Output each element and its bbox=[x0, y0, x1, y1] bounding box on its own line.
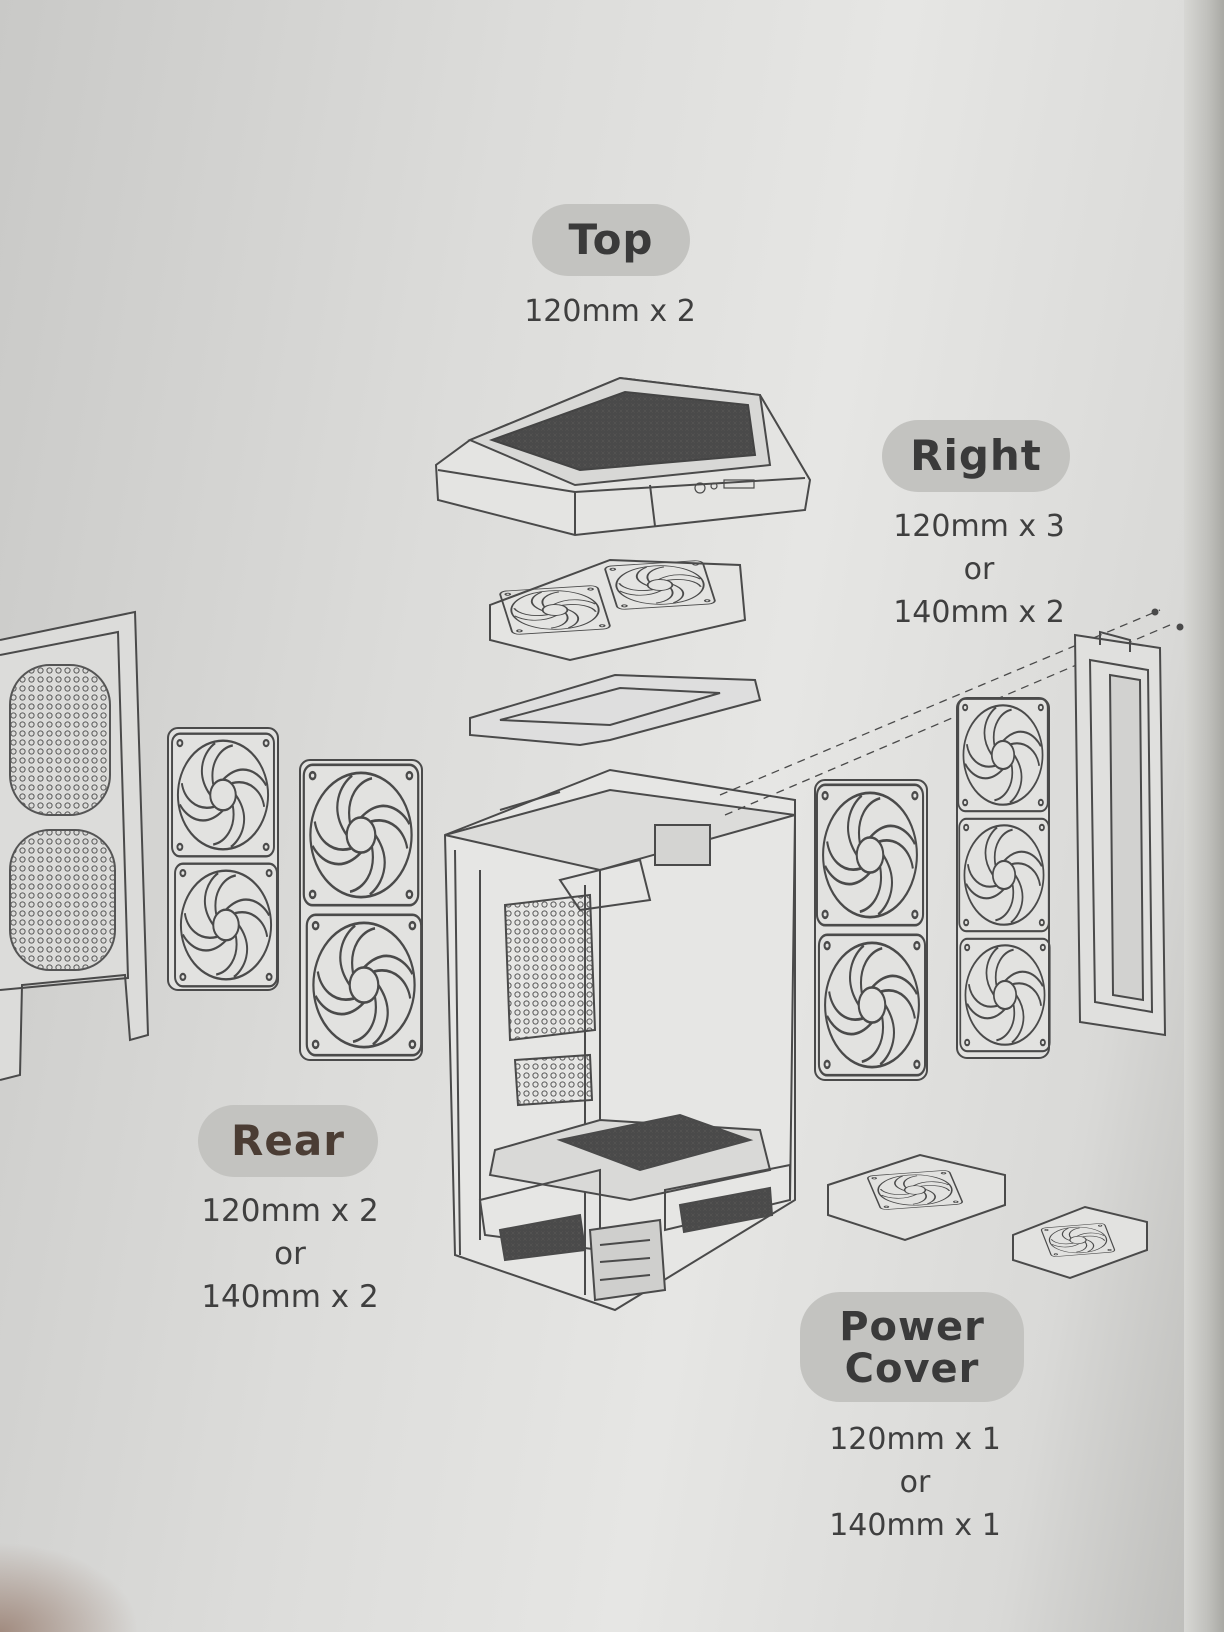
rear-spec-line: 140mm x 2 bbox=[201, 1279, 379, 1315]
power-cover-title-line1: Power bbox=[839, 1304, 985, 1350]
power-cover-pill: Power Cover bbox=[800, 1292, 1024, 1402]
rear-spec: 120mm x 2 or 140mm x 2 bbox=[175, 1190, 405, 1319]
rear-panel bbox=[0, 610, 150, 1081]
side-panel-icon bbox=[1073, 608, 1184, 1037]
finger-shadow bbox=[0, 1542, 140, 1632]
rear-spec-line: 120mm x 2 bbox=[201, 1193, 379, 1229]
right-spec: 120mm x 3 or 140mm x 2 bbox=[864, 505, 1094, 634]
top-spec-line: 120mm x 2 bbox=[524, 294, 696, 329]
top-pill: Top bbox=[532, 204, 690, 276]
top-cover-icon bbox=[434, 376, 812, 537]
top-spec: 120mm x 2 bbox=[495, 290, 725, 333]
rear-title: Rear bbox=[231, 1116, 345, 1165]
right-fan-triple-120 bbox=[956, 697, 1051, 1059]
io-panel-icon bbox=[694, 479, 755, 494]
rear-spec-line: or bbox=[274, 1236, 306, 1272]
power-cover-spec-line: 120mm x 1 bbox=[829, 1422, 1001, 1457]
power-cover-title-line2: Cover bbox=[844, 1346, 980, 1392]
power-cover-spec-line: 140mm x 1 bbox=[829, 1508, 1001, 1543]
top-fan-pair bbox=[489, 558, 747, 662]
power-cover-spec: 120mm x 1 or 140mm x 1 bbox=[800, 1418, 1030, 1547]
top-title: Top bbox=[568, 215, 654, 264]
power-cover-spec-line: or bbox=[899, 1465, 931, 1500]
case-chassis-icon bbox=[443, 768, 796, 1312]
page-edge bbox=[1184, 0, 1224, 1632]
right-title: Right bbox=[910, 431, 1042, 480]
rear-pill: Rear bbox=[198, 1105, 378, 1177]
right-spec-line: or bbox=[963, 552, 995, 587]
top-bracket bbox=[469, 673, 762, 747]
rear-fan-pair-140 bbox=[299, 759, 423, 1061]
rear-fan-pair-120 bbox=[167, 727, 279, 991]
right-spec-line: 140mm x 2 bbox=[893, 595, 1065, 630]
power-cover-fans bbox=[827, 1153, 1148, 1280]
right-fan-pair-140 bbox=[814, 779, 928, 1081]
right-pill: Right bbox=[882, 420, 1070, 492]
right-spec-line: 120mm x 3 bbox=[893, 509, 1065, 544]
